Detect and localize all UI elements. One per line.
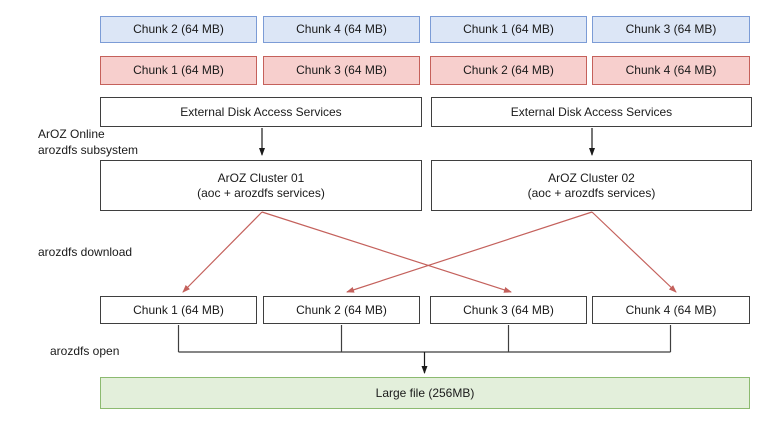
large-file-label: Large file (256MB): [375, 385, 475, 400]
download-label: arozdfs download: [38, 245, 133, 259]
red-chunk-box: Chunk 1 (64 MB): [100, 56, 257, 85]
chunk-merge-connector: [177, 325, 672, 353]
blue-chunk-box: Chunk 3 (64 MB): [592, 16, 750, 43]
red-chunk-box: Chunk 3 (64 MB): [263, 56, 420, 85]
large-file-box: Large file (256MB): [100, 377, 750, 409]
chunk-label: Chunk 2 (64 MB): [133, 22, 224, 36]
chunk-label: Chunk 1 (64 MB): [463, 22, 554, 36]
blue-chunk-box: Chunk 1 (64 MB): [430, 16, 587, 43]
chunk-label: Chunk 2 (64 MB): [463, 63, 554, 77]
blue-chunk-box: Chunk 4 (64 MB): [263, 16, 420, 43]
chunk-label: Chunk 4 (64 MB): [296, 22, 387, 36]
chunk-label: Chunk 4 (64 MB): [625, 302, 717, 317]
cluster-box-2: ArOZ Cluster 02 (aoc + arozdfs services): [431, 160, 752, 211]
downloaded-chunk-box: Chunk 2 (64 MB): [263, 296, 420, 324]
edas-box-2: External Disk Access Services: [431, 97, 752, 127]
open-label: arozdfs open: [50, 344, 120, 358]
red-chunk-box: Chunk 4 (64 MB): [592, 56, 750, 85]
cluster-box-1: ArOZ Cluster 01 (aoc + arozdfs services): [100, 160, 422, 211]
subsystem-label-line1: ArOZ Online: [38, 127, 105, 141]
downloaded-chunk-box: Chunk 4 (64 MB): [592, 296, 750, 324]
chunk-label: Chunk 3 (64 MB): [625, 22, 717, 36]
edas-label: External Disk Access Services: [510, 104, 673, 119]
edas-label: External Disk Access Services: [180, 104, 342, 119]
subsystem-label-line2: arozdfs subsystem: [38, 143, 139, 157]
chunk-label: Chunk 3 (64 MB): [296, 63, 387, 77]
subsystem-label: ArOZ Online arozdfs subsystem: [38, 126, 138, 158]
downloaded-chunk-box: Chunk 1 (64 MB): [100, 296, 257, 324]
red-chunk-box: Chunk 2 (64 MB): [430, 56, 587, 85]
chunk-label: Chunk 4 (64 MB): [625, 63, 717, 77]
cluster1-to-chunk1-arrow: [182, 211, 263, 293]
chunk-label: Chunk 3 (64 MB): [463, 302, 554, 317]
cluster2-to-chunk2-arrow: [346, 211, 593, 293]
cluster-subtitle: (aoc + arozdfs services): [527, 185, 656, 200]
cluster-title: ArOZ Cluster 02: [548, 170, 635, 185]
cluster-subtitle: (aoc + arozdfs services): [197, 185, 325, 200]
cluster1-to-chunk3-arrow: [261, 211, 512, 293]
cluster2-to-chunk4-arrow: [591, 211, 677, 293]
chunk-label: Chunk 1 (64 MB): [133, 63, 224, 77]
blue-chunk-box: Chunk 2 (64 MB): [100, 16, 257, 43]
downloaded-chunk-box: Chunk 3 (64 MB): [430, 296, 587, 324]
edas-box-1: External Disk Access Services: [100, 97, 422, 127]
chunk-label: Chunk 2 (64 MB): [296, 302, 387, 317]
cluster-title: ArOZ Cluster 01: [217, 170, 305, 185]
chunk-label: Chunk 1 (64 MB): [133, 302, 224, 317]
